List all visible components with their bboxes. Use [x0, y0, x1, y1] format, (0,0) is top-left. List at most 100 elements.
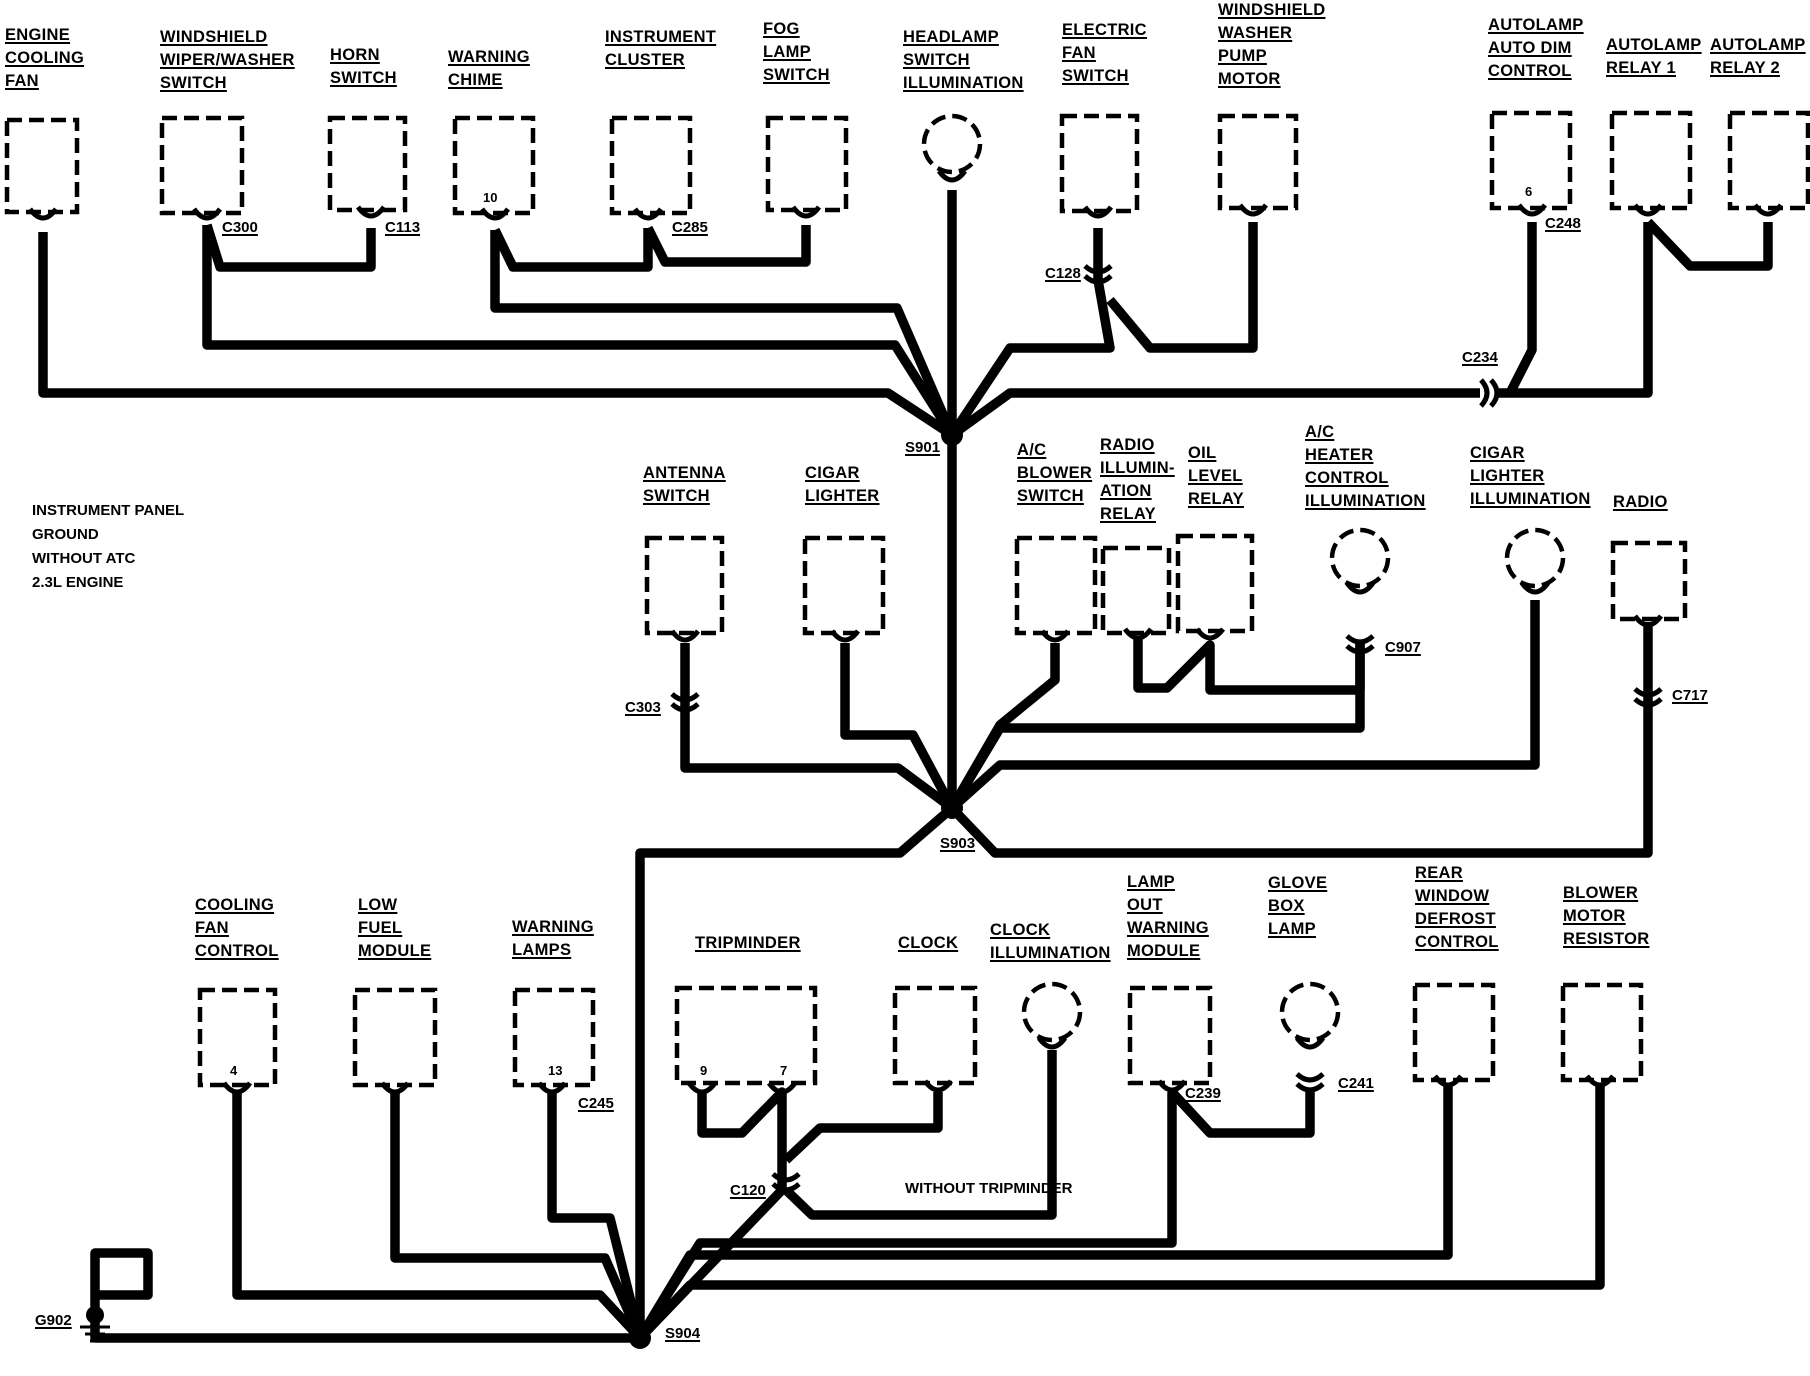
cigar-lighter-label-line: LIGHTER [805, 487, 880, 505]
clock-illumination-terminal [1036, 1036, 1068, 1050]
fog-lamp-switch-component-box [765, 115, 849, 213]
cigar-lighter-label-line: CIGAR [805, 464, 860, 482]
oil-level-relay-label-line: LEVEL [1188, 467, 1243, 485]
engine-cooling-fan-label-line: ENGINE [5, 26, 70, 44]
rear-window-defrost-control-label-line: WINDOW [1415, 887, 1489, 905]
wire-s903-s904 [635, 804, 956, 1338]
ac-blower-switch-label-line: SWITCH [1017, 487, 1084, 505]
warning-lamps-label-line: WARNING [512, 918, 594, 936]
autolamp-relay-1-terminal [1632, 203, 1664, 217]
wire-ground [90, 1248, 640, 1343]
windshield-wiper-washer-switch-terminal [191, 207, 223, 221]
cigar-lighter-illumination-label-line: CIGAR [1470, 444, 1525, 462]
wire-autodim [1505, 222, 1537, 396]
electric-fan-switch-label-line: FAN [1062, 44, 1096, 62]
autolamp-relay-2-terminal [1752, 203, 1784, 217]
wire-wiper-washer [202, 225, 957, 438]
tripminder-label: TRIPMINDER [695, 934, 801, 952]
engine-cooling-fan-label-line: COOLING [5, 49, 84, 67]
antenna-switch-connector-label: C303 [625, 699, 661, 716]
tripminder-terminal [686, 1081, 718, 1095]
wire-low-fuel [390, 1092, 645, 1340]
radio-illumination-relay-label-line: RELAY [1100, 505, 1156, 523]
windshield-washer-pump-motor-label-line: WASHER [1218, 24, 1292, 42]
lamp-out-warning-module-connector-label: C239 [1185, 1085, 1221, 1102]
autolamp-auto-dim-control-terminal [1516, 203, 1548, 217]
cigar-lighter-illumination-terminal [1519, 581, 1551, 595]
wire-electric-fan [948, 228, 1115, 438]
electric-fan-switch-label-line: ELECTRIC [1062, 21, 1147, 39]
autolamp-relay-2-label-line: RELAY 2 [1710, 59, 1780, 77]
ground-g902: G902 [35, 1306, 110, 1343]
inline-c234-inline-connector [1479, 378, 1500, 408]
headlamp-switch-illumination-label-line: HEADLAMP [903, 28, 999, 46]
antenna-switch-inline-connector [670, 692, 700, 713]
glove-box-lamp-lamp-bulb [1279, 981, 1341, 1043]
windshield-washer-pump-motor-terminal [1237, 203, 1269, 217]
headlamp-switch-illumination-terminal [936, 169, 968, 183]
wire-tripminder [636, 1087, 787, 1342]
tripminder-inline-connector [771, 1172, 801, 1193]
windshield-washer-pump-motor-label-line: PUMP [1218, 47, 1267, 65]
autolamp-relay-1-label-line: AUTOLAMP [1606, 36, 1702, 54]
windshield-wiper-washer-switch-component-box [159, 115, 245, 216]
ac-blower-switch-label-line: BLOWER [1017, 464, 1092, 482]
splice-s903-label: S903 [940, 835, 975, 852]
autolamp-relay-1-component-box [1609, 110, 1693, 211]
wire-clock-illum [782, 1050, 1057, 1220]
warning-chime-component-box [452, 115, 536, 216]
tripminder-connector-label: C120 [730, 1182, 766, 1199]
antenna-switch-label-line: SWITCH [643, 487, 710, 505]
diagram-title-line: INSTRUMENT PANEL [32, 502, 184, 519]
wire-relay-1 [1495, 222, 1653, 398]
autolamp-auto-dim-control-pin-number: 6 [1525, 184, 1532, 199]
glove-box-lamp-inline-connector [1295, 1072, 1325, 1093]
lamp-out-warning-module-component-box [1127, 985, 1213, 1086]
low-fuel-module-label-line: LOW [358, 896, 398, 914]
cooling-fan-control-component-box [197, 987, 278, 1088]
ac-heater-control-illumination-label-line: CONTROL [1305, 469, 1389, 487]
radio-illumination-relay-terminal [1122, 627, 1154, 641]
radio-component-box [1610, 540, 1688, 622]
clock-illumination-label-line: CLOCK [990, 921, 1050, 939]
cooling-fan-control-terminal [221, 1081, 253, 1095]
clock-label: CLOCK [898, 934, 959, 952]
wire-glovebox [1168, 1088, 1315, 1138]
ground-g902-label: G902 [35, 1312, 72, 1329]
cooling-fan-control-label-line: CONTROL [195, 942, 279, 960]
radio-illumination-relay-label-line: RADIO [1100, 436, 1155, 454]
wire-cooling-fan-control [232, 1092, 644, 1342]
ac-heater-control-illumination-lamp-bulb [1329, 527, 1391, 589]
ac-blower-switch-terminal [1039, 629, 1071, 643]
instrument-cluster-connector-label: C285 [672, 219, 708, 236]
engine-cooling-fan-terminal [27, 207, 59, 221]
rear-window-defrost-control-component-box [1412, 982, 1496, 1083]
cigar-lighter-illumination-label-line: LIGHTER [1470, 467, 1545, 485]
warning-chime-pin-number: 10 [483, 190, 497, 205]
warning-lamps-connector-label: C245 [578, 1095, 614, 1112]
rear-window-defrost-control-label-line: DEFROST [1415, 910, 1496, 928]
windshield-washer-pump-motor-label-line: WINDSHIELD [1218, 1, 1326, 19]
ac-heater-control-illumination-label-line: A/C [1305, 423, 1334, 441]
oil-level-relay-label-line: RELAY [1188, 490, 1244, 508]
low-fuel-module-label-line: FUEL [358, 919, 402, 937]
warning-lamps-pin-number: 13 [548, 1063, 562, 1078]
radio-illumination-relay-label-line: ATION [1100, 482, 1152, 500]
blower-motor-resistor-terminal [1584, 1074, 1616, 1088]
electric-fan-switch-terminal [1082, 205, 1114, 219]
autolamp-auto-dim-control-label-line: AUTO DIM [1488, 39, 1572, 57]
windshield-wiper-washer-switch-connector-label: C300 [222, 219, 258, 236]
